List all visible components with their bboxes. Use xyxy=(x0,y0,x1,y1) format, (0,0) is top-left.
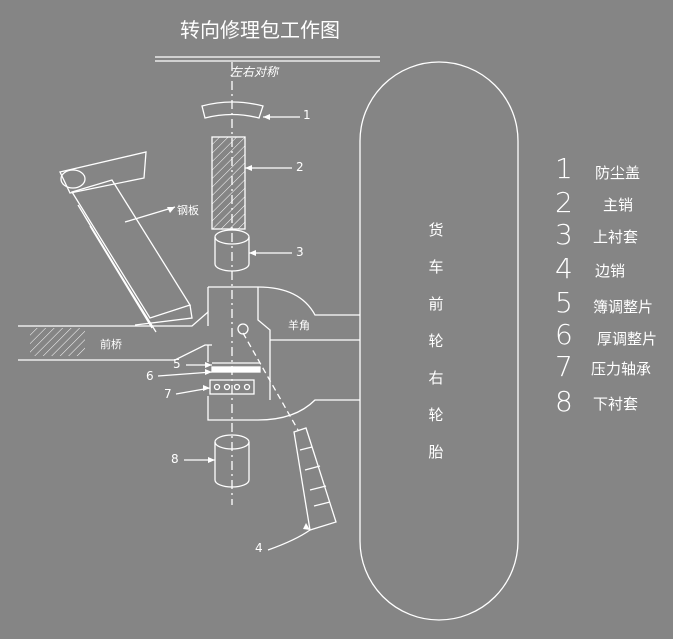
legend-item: 3 上衬套 xyxy=(555,218,638,251)
side-pin-axis xyxy=(242,332,299,431)
arrowhead-3 xyxy=(249,250,256,256)
arrowhead-8 xyxy=(208,457,215,463)
legend-text: 边销 xyxy=(595,262,626,280)
callout-line-6 xyxy=(157,371,213,377)
leaf-spring-end xyxy=(134,304,193,326)
upper-bushing-body xyxy=(214,237,250,272)
diagram-title: 转向修理包工作图 xyxy=(180,18,340,42)
wheel-char: 轮 xyxy=(428,406,444,424)
thrust-bearing-part xyxy=(209,379,255,395)
legend-text: 下衬套 xyxy=(593,395,639,413)
legend-number: 2 xyxy=(555,186,573,219)
callout-number-8: 8 xyxy=(171,452,179,466)
legend-number: 8 xyxy=(555,385,573,418)
leaf-spring-layers xyxy=(77,204,157,333)
arrowhead-5 xyxy=(205,362,212,368)
wheel-char: 轮 xyxy=(428,332,444,350)
legend-number: 6 xyxy=(555,318,573,351)
label-knuckle: 羊角 xyxy=(288,319,310,332)
dust-cover-part xyxy=(201,101,264,119)
wheel-char: 货 xyxy=(428,221,444,239)
wheel-char: 胎 xyxy=(428,443,444,461)
bearing-ball xyxy=(223,383,231,391)
legend-text: 压力轴承 xyxy=(591,360,652,378)
thick-shim-part xyxy=(211,366,261,373)
callout-line-4 xyxy=(267,529,311,551)
wheel-label: 货 车 前 轮 右 轮 胎 xyxy=(424,212,448,471)
arrowhead-7 xyxy=(203,385,210,391)
wheel-char: 右 xyxy=(428,369,444,387)
king-pin-part xyxy=(211,136,246,230)
legend-number: 5 xyxy=(555,286,573,319)
legend-number: 4 xyxy=(555,252,573,285)
axle-section-hatch xyxy=(30,328,85,356)
callout-number-6: 6 xyxy=(146,369,154,383)
legend-number: 3 xyxy=(555,218,573,251)
bearing-ball xyxy=(233,383,241,391)
side-pin-hole xyxy=(237,323,249,335)
knuckle-upper-arm xyxy=(208,286,360,316)
legend-text: 簿调整片 xyxy=(593,298,654,316)
arrowhead-steel-plate xyxy=(167,207,175,213)
legend-number: 7 xyxy=(555,350,573,383)
legend-number: 1 xyxy=(555,152,573,185)
wheel-char: 车 xyxy=(428,258,444,276)
legend-item: 5 簿调整片 xyxy=(555,286,653,319)
tire-outline xyxy=(359,61,519,621)
symmetry-note: 左右对称 xyxy=(230,65,279,79)
side-pin-texture xyxy=(299,446,331,507)
callout-line-steel-plate xyxy=(124,206,176,223)
arrowhead-4 xyxy=(303,523,310,530)
arrowhead-2 xyxy=(245,165,252,171)
label-front-axle: 前桥 xyxy=(100,338,122,351)
legend-item: 4 边销 xyxy=(555,252,625,285)
spring-eye-hole xyxy=(60,169,86,189)
callout-number-1: 1 xyxy=(303,108,311,122)
bearing-ball xyxy=(213,383,221,391)
callout-number-7: 7 xyxy=(164,387,172,401)
legend-text: 防尘盖 xyxy=(595,164,641,182)
legend-item: 8 下衬套 xyxy=(555,385,638,418)
wheel-char: 前 xyxy=(428,295,444,313)
arrowhead-1 xyxy=(263,114,270,120)
callout-number-2: 2 xyxy=(296,160,304,174)
legend-item: 7 压力轴承 xyxy=(555,350,651,383)
spring-eye-plate xyxy=(59,151,147,194)
side-pin-part xyxy=(293,427,337,531)
legend-text: 厚调整片 xyxy=(597,330,658,348)
legend-item: 2 主销 xyxy=(555,186,633,219)
callout-number-5: 5 xyxy=(173,357,181,371)
callout-number-4: 4 xyxy=(255,541,263,555)
legend-text: 主销 xyxy=(603,196,634,214)
knuckle-lower-arm xyxy=(207,396,360,421)
legend-item: 6 厚调整片 xyxy=(555,318,657,351)
label-steel-plate: 钢板 xyxy=(177,204,199,217)
axle-upper-edge xyxy=(18,310,209,327)
bearing-ball xyxy=(243,383,251,391)
legend-text: 上衬套 xyxy=(593,228,639,246)
arrowhead-6 xyxy=(205,369,212,375)
leaf-spring-top xyxy=(71,179,191,319)
callout-number-3: 3 xyxy=(296,245,304,259)
lower-bushing-body xyxy=(214,442,250,488)
knuckle-pin-bore xyxy=(257,287,271,370)
legend-item: 1 防尘盖 xyxy=(555,152,640,185)
